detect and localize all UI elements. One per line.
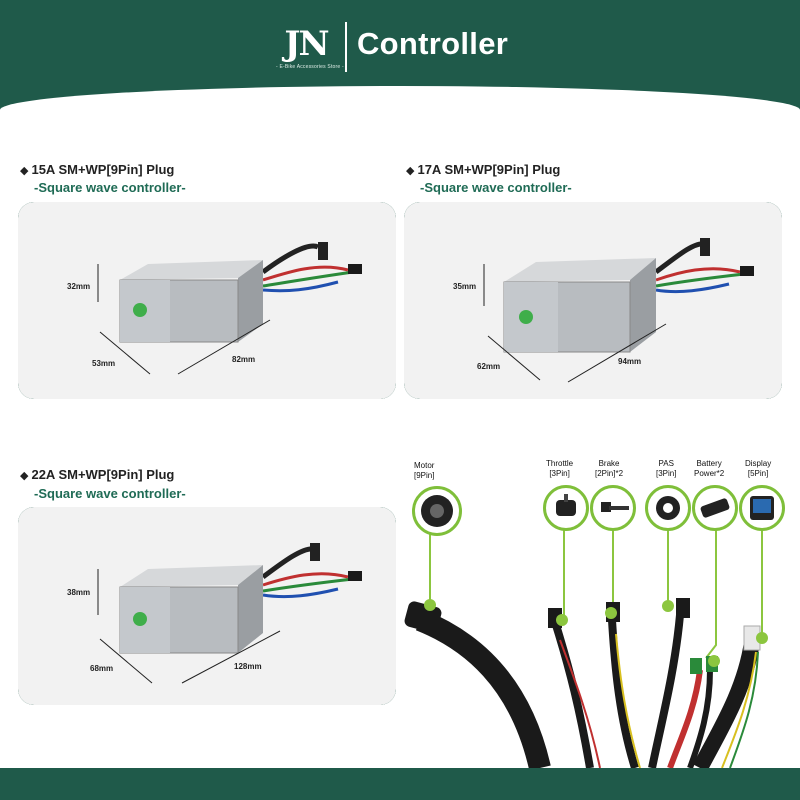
- battery-connector-dot: [708, 655, 720, 667]
- hub-motor-icon: [412, 486, 462, 536]
- brake-lever-icon: [590, 485, 636, 531]
- display-icon: [739, 485, 785, 531]
- logo-mark: JN: [284, 24, 329, 64]
- controller-17a-height-label: 35mm: [453, 282, 476, 291]
- controller-22a-title: 22A SM+WP[9Pin] Plug: [31, 467, 175, 482]
- controller-17a-card: 35mm 62mm 94mm: [404, 202, 782, 399]
- brake-connector-dot: [605, 607, 617, 619]
- controller-15a-subtitle: -Square wave controller-: [34, 180, 186, 195]
- controller-17a-title: 17A SM+WP[9Pin] Plug: [417, 162, 561, 177]
- controller-17a-width-label: 62mm: [477, 362, 500, 371]
- controller-22a-heading: ◆22A SM+WP[9Pin] Plug: [20, 467, 175, 482]
- page-title: Controller: [357, 26, 509, 61]
- throttle-icon: [543, 485, 589, 531]
- header-divider: [345, 22, 347, 72]
- controller-22a-width-label: 68mm: [90, 664, 113, 673]
- controller-15a-image: 32mm 53mm 82mm: [18, 202, 396, 399]
- controller-15a-width-label: 53mm: [92, 359, 115, 368]
- pas-connector-dot: [662, 600, 674, 612]
- controller-15a-card: 32mm 53mm 82mm: [18, 202, 396, 399]
- controller-15a-length-label: 82mm: [232, 355, 255, 364]
- battery-icon: [692, 485, 738, 531]
- controller-22a-subtitle: -Square wave controller-: [34, 486, 186, 501]
- throttle-connector-dot: [556, 614, 568, 626]
- controller-22a-length-label: 128mm: [234, 662, 262, 671]
- controller-15a-heading: ◆15A SM+WP[9Pin] Plug: [20, 162, 175, 177]
- motor-connector-dot: [424, 599, 436, 611]
- motor-label: Motor[9Pin]: [414, 461, 435, 480]
- controller-17a-length-label: 94mm: [618, 357, 641, 366]
- controller-15a-height-label: 32mm: [67, 282, 90, 291]
- footer-band: [0, 768, 800, 800]
- pas-label: PAS[3Pin]: [656, 459, 677, 478]
- controller-15a-title: 15A SM+WP[9Pin] Plug: [31, 162, 175, 177]
- controller-17a-image: 35mm 62mm 94mm: [404, 202, 782, 399]
- display-connector-dot: [756, 632, 768, 644]
- pas-sensor-icon: [645, 485, 691, 531]
- brake-label: Brake[2Pin]*2: [595, 459, 624, 478]
- controller-22a-card: 38mm 68mm 128mm: [18, 507, 396, 705]
- logo-tagline: - E-Bike Accessories Store -: [276, 64, 344, 70]
- brand-logo: JN - E-Bike Accessories Store -: [276, 24, 344, 74]
- wiring-harness-diagram: [404, 530, 763, 768]
- controller-17a-heading: ◆17A SM+WP[9Pin] Plug: [406, 162, 561, 177]
- header-banner: [0, 0, 800, 100]
- controller-17a-subtitle: -Square wave controller-: [420, 180, 572, 195]
- controller-22a-image: 38mm 68mm 128mm: [18, 507, 396, 705]
- throttle-label: Throttle[3Pin]: [546, 459, 574, 478]
- display-label: Display[5Pin]: [745, 459, 772, 478]
- controller-22a-height-label: 38mm: [67, 588, 90, 597]
